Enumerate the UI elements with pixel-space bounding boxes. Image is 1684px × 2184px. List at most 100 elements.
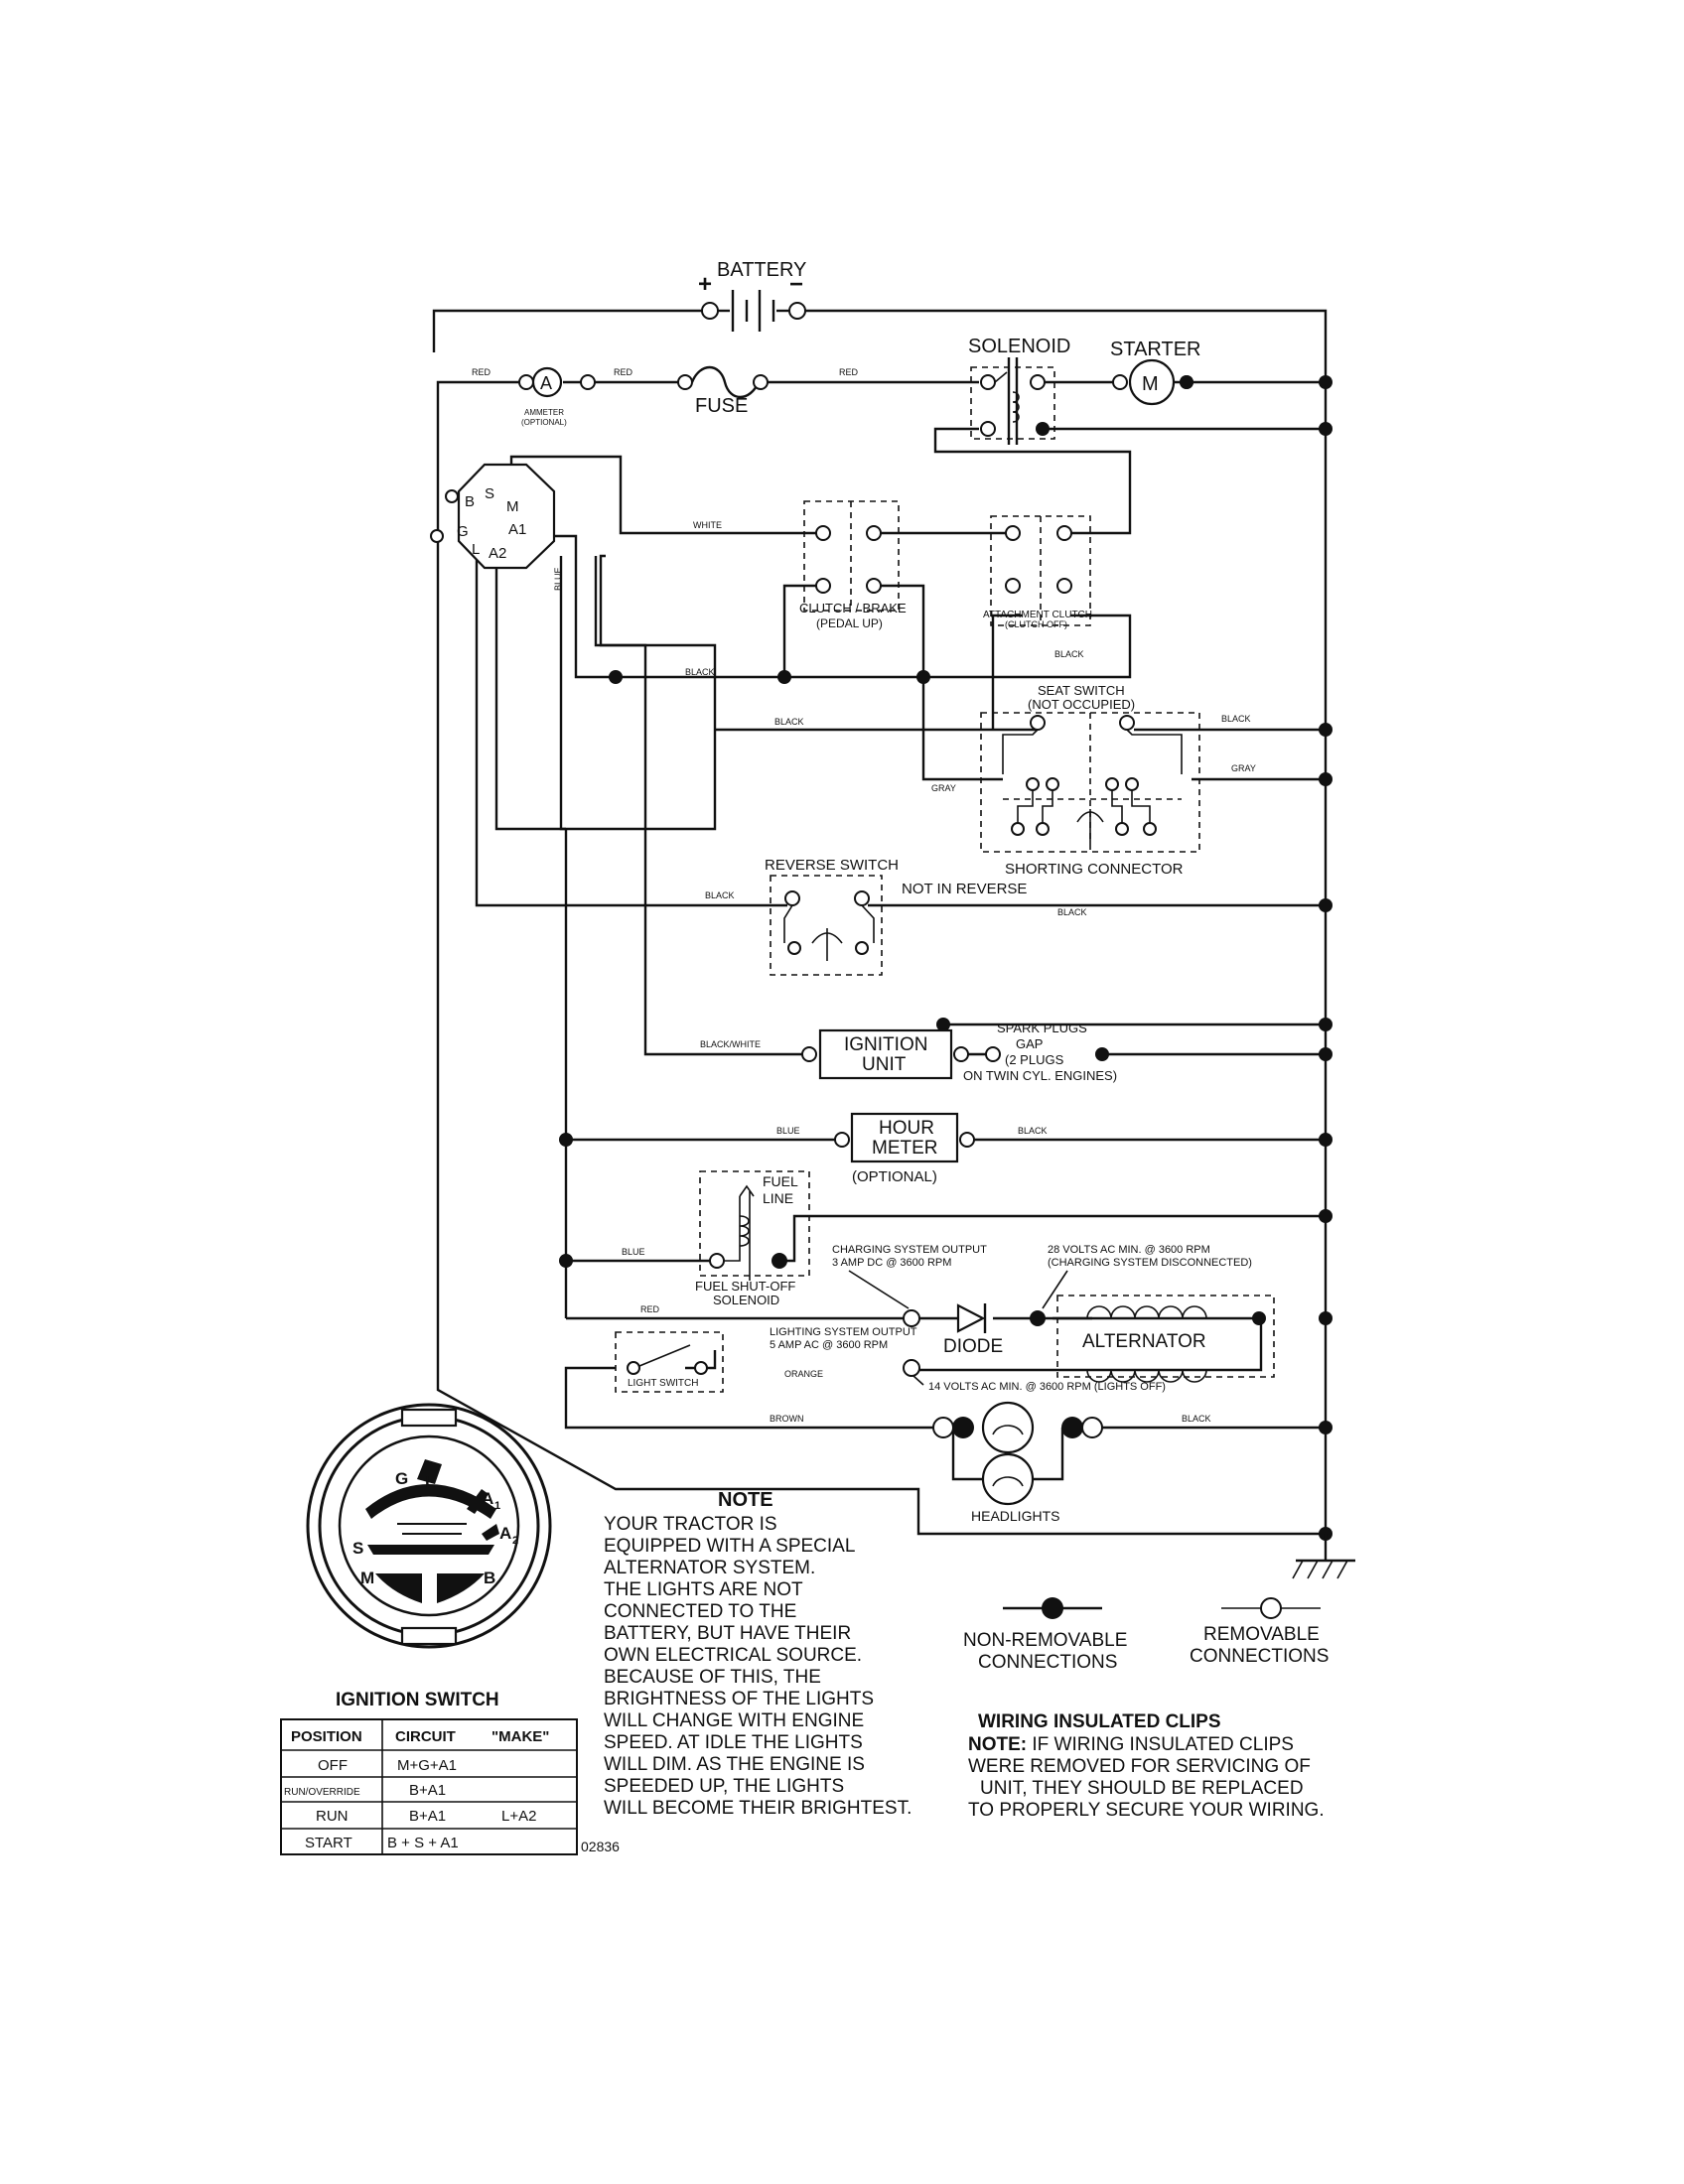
switch-face-s: S (352, 1539, 363, 1558)
shorting-connector-label: SHORTING CONNECTOR (1005, 861, 1184, 878)
note-line: ALTERNATOR SYSTEM. (604, 1558, 816, 1578)
starter-label: STARTER (1110, 339, 1201, 360)
note-line: SPEEDED UP, THE LIGHTS (604, 1776, 845, 1797)
lighting-output-terminal (903, 1359, 920, 1377)
table-header-circuit: CIRCUIT (395, 1728, 456, 1745)
wire-color-blue: BLUE (776, 1126, 800, 1136)
ignition-switch-face (306, 1403, 552, 1649)
switch-face-b: B (484, 1569, 495, 1587)
wiring-clips-line: WERE REMOVED FOR SERVICING OF (968, 1756, 1311, 1777)
not-in-reverse-label: NOT IN REVERSE (902, 881, 1027, 897)
switch-face-a2-subscript: 2 (512, 1535, 518, 1547)
charging-output-label-line2: 3 AMP DC @ 3600 RPM (832, 1257, 951, 1269)
note-line: WILL CHANGE WITH ENGINE (604, 1710, 865, 1731)
note-block: NOTE YOUR TRACTOR IS EQUIPPED WITH A SPE… (604, 1489, 961, 1820)
wire-color-black: BLACK (685, 667, 715, 677)
terminal-a1: A1 (508, 521, 526, 538)
terminal-g: G (457, 523, 469, 540)
wire-color-blue-vertical: BLUE (553, 567, 563, 591)
reverse-switch (770, 875, 883, 976)
legend-non-removable-line1: NON-REMOVABLE (963, 1630, 1127, 1651)
ignition-switch-table (280, 1718, 578, 1855)
hour-meter-label-line1: HOUR (879, 1118, 934, 1139)
ignition-unit-label-line1: IGNITION (844, 1034, 927, 1055)
starter-symbol-letter: M (1142, 373, 1159, 395)
spark-gap-label: GAP (1016, 1036, 1043, 1051)
wiring-clips-text: IF WIRING INSULATED CLIPS (1027, 1734, 1294, 1755)
wire-color-red: RED (614, 367, 633, 377)
switch-face-g: G (395, 1469, 408, 1488)
ammeter-symbol-letter: A (540, 373, 552, 393)
wiring-clips-line: TO PROPERLY SECURE YOUR WIRING. (968, 1800, 1325, 1821)
reverse-switch-label: REVERSE SWITCH (765, 857, 899, 874)
terminal-m: M (506, 498, 519, 515)
note-line: YOUR TRACTOR IS (604, 1514, 777, 1535)
wire-color-black: BLACK (705, 890, 735, 900)
fuel-line-label-line1: FUEL (763, 1173, 798, 1189)
wire-color-black: BLACK (774, 717, 804, 727)
spark-plugs-note-line1: (2 PLUGS (1005, 1052, 1064, 1067)
legend-removable-symbol (1221, 1597, 1321, 1619)
table-cell-circuit: B + S + A1 (387, 1835, 459, 1851)
battery-plus-sign: + (698, 271, 712, 298)
volts28-label-line1: 28 VOLTS AC MIN. @ 3600 RPM (1048, 1244, 1210, 1256)
light-switch (615, 1331, 724, 1393)
battery-minus-sign: − (789, 271, 803, 298)
spark-plugs-note-line2: ON TWIN CYL. ENGINES) (963, 1068, 1117, 1083)
wire-color-white: WHITE (693, 520, 722, 530)
fuse-label: FUSE (695, 395, 748, 417)
part-number: 02836 (581, 1839, 620, 1854)
table-cell-position: RUN/OVERRIDE (284, 1787, 360, 1798)
clutch-brake-label: CLUTCH / BRAKE (799, 601, 907, 615)
wire-color-black: BLACK (1182, 1414, 1211, 1424)
note-line: THE LIGHTS ARE NOT (604, 1579, 803, 1600)
wire-color-black: BLACK (1221, 714, 1251, 724)
legend-removable-line1: REMOVABLE (1203, 1624, 1320, 1645)
wire-color-black: BLACK (1057, 907, 1087, 917)
solenoid-label: SOLENOID (968, 336, 1070, 357)
legend-non-removable-line2: CONNECTIONS (978, 1652, 1117, 1673)
hour-meter-optional-label: (OPTIONAL) (852, 1168, 937, 1185)
table-cell-position: OFF (318, 1757, 348, 1774)
wiring-clips-line: NOTE: IF WIRING INSULATED CLIPS (968, 1734, 1405, 1756)
hour-meter-label-line2: METER (872, 1138, 938, 1159)
diode-symbol (956, 1303, 987, 1333)
wiring-clips-note-label: NOTE: (968, 1734, 1028, 1755)
clutch-brake-switch (803, 500, 900, 612)
table-cell-circuit: B+A1 (409, 1782, 446, 1799)
battery-symbol (701, 290, 806, 332)
ignition-switch-title: IGNITION SWITCH (336, 1690, 499, 1710)
switch-face-m: M (360, 1569, 374, 1587)
fuse-symbol (677, 365, 769, 399)
alternator-label: ALTERNATOR (1082, 1331, 1206, 1352)
wire-color-brown: BROWN (770, 1414, 804, 1424)
seat-switch (980, 712, 1200, 853)
table-cell-circuit: M+G+A1 (397, 1757, 457, 1774)
ammeter-symbol (518, 366, 596, 398)
terminal-s: S (485, 485, 494, 502)
switch-face-a1: A (482, 1489, 493, 1508)
note-line: WILL DIM. AS THE ENGINE IS (604, 1754, 865, 1775)
fuel-shutoff-solenoid (699, 1170, 810, 1281)
ignition-unit-label-line2: UNIT (862, 1054, 907, 1075)
fuel-shutoff-label-line1: FUEL SHUT-OFF (695, 1279, 795, 1294)
terminal-l: L (472, 541, 480, 558)
table-cell-extra: L+A2 (501, 1808, 536, 1825)
junctions (559, 375, 1333, 1541)
charging-output-label-line1: CHARGING SYSTEM OUTPUT (832, 1244, 987, 1256)
ammeter-optional-label: (OPTIONAL) (521, 418, 567, 427)
terminal-b: B (465, 493, 475, 510)
table-cell-position: START (305, 1835, 352, 1851)
switch-face-a1-subscript: 1 (494, 1500, 500, 1512)
note-line: SPEED. AT IDLE THE LIGHTS (604, 1732, 863, 1753)
note-line: OWN ELECTRICAL SOURCE. (604, 1645, 863, 1666)
switch-face-a2: A (499, 1524, 511, 1543)
wire-color-gray: GRAY (1231, 763, 1256, 773)
fuel-shutoff-label-line2: SOLENOID (713, 1293, 779, 1307)
wire-color-blue: BLUE (622, 1247, 645, 1257)
switch-face-l: L (425, 1472, 435, 1491)
wire-color-orange: ORANGE (784, 1369, 823, 1379)
lighting-output-label-line2: 5 AMP AC @ 3600 RPM (770, 1339, 888, 1351)
note-line: EQUIPPED WITH A SPECIAL (604, 1536, 856, 1557)
